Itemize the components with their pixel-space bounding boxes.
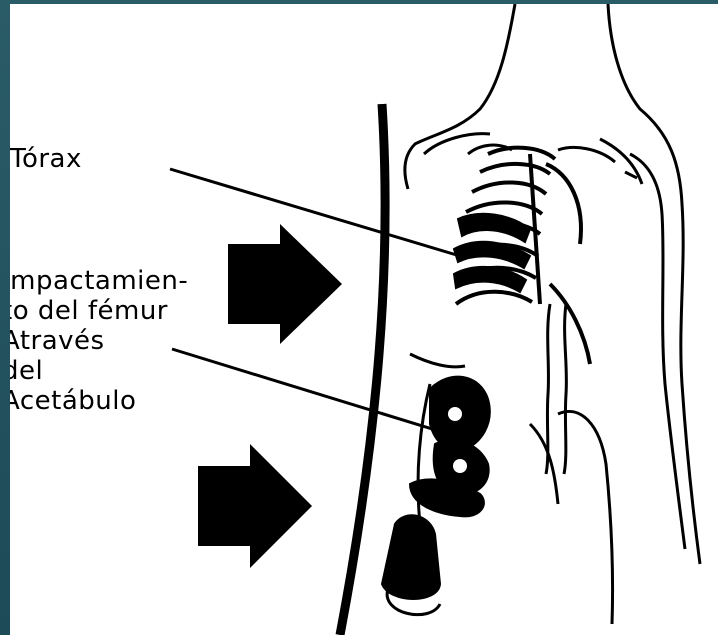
label-impact-line-3: Através — [10, 326, 188, 356]
label-impact-line-1: Impactamien- — [10, 266, 188, 296]
impact-pointer-line — [172, 349, 455, 436]
spine — [546, 304, 566, 474]
impact-wall-line — [340, 104, 385, 635]
arrow-right-icon — [198, 444, 312, 568]
body-outline — [405, 4, 700, 624]
fractured-ribs — [454, 214, 530, 292]
femur-leg — [382, 515, 440, 599]
label-impact-line-2: to del fémur — [10, 296, 188, 326]
label-impact-line-4: del — [10, 356, 188, 386]
label-impact-femur: Impactamien- to del fémur Através del Ac… — [10, 266, 188, 416]
torax-pointer-line — [170, 169, 460, 256]
label-torax: Tórax — [10, 144, 82, 174]
diagram-panel: Tórax Impactamien- to del fémur Através … — [10, 4, 718, 635]
label-impact-line-5: Acetábulo — [10, 386, 188, 416]
arrow-right-icon — [228, 224, 342, 344]
pelvis-impact — [410, 377, 490, 517]
